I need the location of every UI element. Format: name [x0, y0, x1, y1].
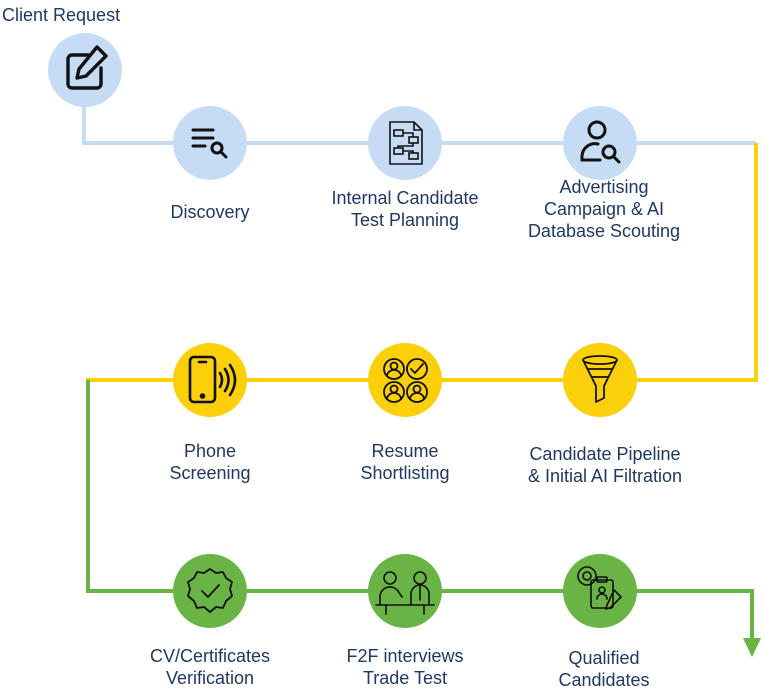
- verified-badge-icon: [187, 568, 233, 613]
- test-planning-label: Internal Candidate Test Planning: [331, 188, 479, 230]
- yellow-connector-line: [86, 143, 758, 382]
- phone-screening-node: [173, 343, 247, 417]
- user-search-icon: [580, 120, 621, 164]
- resume-shortlisting-node: [368, 343, 442, 417]
- qualified-candidate-icon: [577, 566, 622, 610]
- interview-label: F2F interviews Trade Test: [346, 646, 464, 688]
- qualified-candidates-node: [563, 554, 637, 628]
- blue-connector-line: [82, 95, 756, 145]
- client-request-node: [48, 33, 122, 107]
- resume-shortlisting-label: Resume Shortlisting: [360, 441, 450, 483]
- advertising-label: Advertising Campaign & AI Database Scout…: [527, 177, 681, 241]
- verification-label: CV/Certificates Verification: [149, 646, 271, 688]
- workflow-document-icon: [389, 121, 423, 165]
- phone-ringing-icon: [188, 355, 237, 404]
- client-request-label: Client Request: [2, 5, 121, 25]
- advertising-node: [563, 106, 637, 180]
- phone-screening-label: Phone Screening: [169, 441, 251, 483]
- interview-icon: [375, 571, 435, 615]
- verification-node: [173, 554, 247, 628]
- edit-icon: [66, 45, 108, 90]
- list-search-icon: [191, 128, 228, 159]
- end-arrow-icon: [743, 638, 761, 657]
- candidate-pipeline-node: [563, 343, 637, 417]
- qualified-candidates-label: Qualified Candidates: [558, 648, 650, 690]
- discovery-node: [173, 106, 247, 180]
- funnel-icon: [582, 355, 618, 403]
- test-planning-node: [368, 106, 442, 180]
- interview-node: [368, 554, 442, 628]
- candidate-pipeline-label: Candidate Pipeline & Initial AI Filtrati…: [527, 444, 683, 486]
- people-check-icon: [383, 358, 428, 403]
- discovery-label: Discovery: [170, 202, 250, 222]
